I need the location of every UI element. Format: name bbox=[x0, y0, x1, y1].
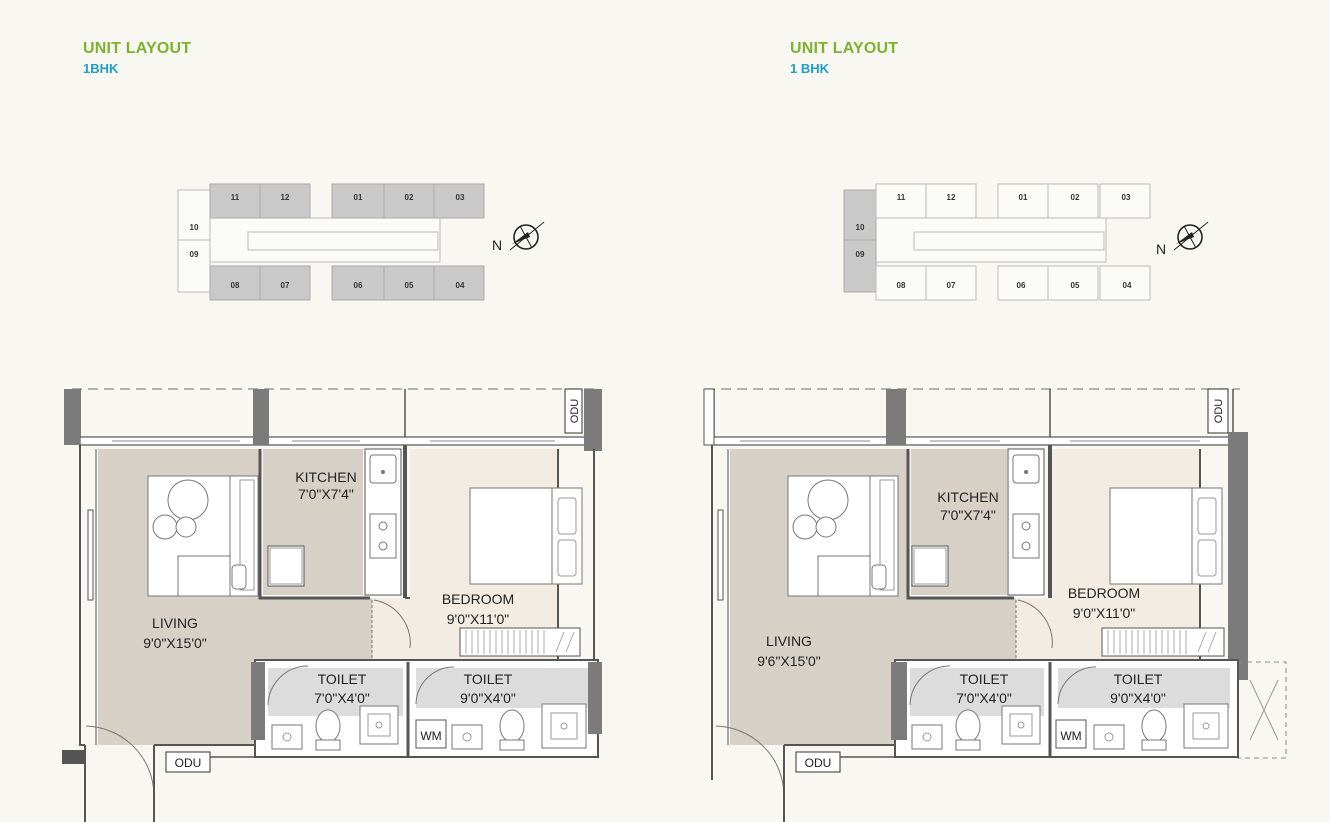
key-unit-label: 04 bbox=[1123, 281, 1132, 290]
odu-label: ODU bbox=[569, 399, 581, 424]
room-size-toilet: 9'0"X4'0" bbox=[460, 690, 516, 706]
key-unit bbox=[875, 265, 927, 301]
key-unit-label: 03 bbox=[456, 193, 465, 202]
key-unit-label: 02 bbox=[405, 193, 414, 202]
room-name-toilet: TOILET bbox=[464, 671, 513, 687]
room-name-kitchen: KITCHEN bbox=[295, 469, 356, 485]
key-unit-label: 09 bbox=[190, 250, 199, 259]
key-unit-label: 12 bbox=[281, 193, 290, 202]
key-unit-label: 08 bbox=[231, 281, 240, 290]
key-unit-label: 02 bbox=[1071, 193, 1080, 202]
key-unit-label: 03 bbox=[1122, 193, 1131, 202]
room-size-toilet: 7'0"X4'0" bbox=[314, 690, 370, 706]
key-unit-label: 05 bbox=[405, 281, 414, 290]
key-unit-label: 04 bbox=[456, 281, 465, 290]
key-unit bbox=[433, 265, 485, 301]
room-name-living: LIVING bbox=[152, 615, 198, 631]
key-plan-right: 11 12 01 02 03 08 07 06 05 04 10 09 N bbox=[843, 183, 1209, 301]
key-unit-label: 10 bbox=[856, 223, 865, 232]
key-unit bbox=[209, 265, 261, 301]
north-arrow-icon bbox=[509, 221, 545, 251]
key-unit bbox=[1047, 183, 1099, 219]
key-unit bbox=[383, 183, 435, 219]
key-unit-label: 01 bbox=[354, 193, 363, 202]
key-unit bbox=[1047, 265, 1099, 301]
room-name-toilet: TOILET bbox=[960, 671, 1009, 687]
key-plan-left: 11 12 01 02 03 08 07 06 05 04 10 09 N bbox=[177, 183, 545, 301]
room-size-toilet: 9'0"X4'0" bbox=[1110, 690, 1166, 706]
wm-label: WM bbox=[1060, 729, 1081, 743]
right-panel-heading: UNIT LAYOUT 1 BHK bbox=[790, 40, 898, 76]
unit-layout-title: UNIT LAYOUT bbox=[790, 40, 899, 57]
room-name-living: LIVING bbox=[766, 633, 812, 649]
room-name-kitchen: KITCHEN bbox=[937, 489, 998, 505]
key-unit-label: 07 bbox=[281, 281, 290, 290]
room-size-living: 9'0"X15'0" bbox=[143, 635, 207, 651]
key-unit-label: 12 bbox=[947, 193, 956, 202]
key-unit bbox=[259, 183, 311, 219]
key-unit-label: 11 bbox=[897, 193, 906, 202]
key-unit bbox=[433, 183, 485, 219]
room-name-bedroom: BEDROOM bbox=[1068, 585, 1140, 601]
north-label: N bbox=[1156, 241, 1166, 257]
north-arrow-icon bbox=[1173, 221, 1209, 251]
room-name-toilet: TOILET bbox=[318, 671, 367, 687]
key-unit-label: 07 bbox=[947, 281, 956, 290]
key-unit-label: 08 bbox=[897, 281, 906, 290]
key-unit bbox=[1099, 265, 1151, 301]
key-unit-label: 05 bbox=[1071, 281, 1080, 290]
odu-label: ODU bbox=[805, 756, 832, 770]
room-name-bedroom: BEDROOM bbox=[442, 591, 514, 607]
key-unit-label: 11 bbox=[231, 193, 240, 202]
key-unit-highlighted bbox=[843, 189, 877, 293]
wm-label: WM bbox=[420, 729, 441, 743]
room-name-toilet: TOILET bbox=[1114, 671, 1163, 687]
key-unit bbox=[1099, 183, 1151, 219]
odu-label: ODU bbox=[175, 756, 202, 770]
unit-type-subtitle: 1 BHK bbox=[790, 61, 830, 76]
key-unit bbox=[997, 265, 1049, 301]
room-size-bedroom: 9'0"X11'0" bbox=[1073, 605, 1136, 621]
floor-plan-right: ODU bbox=[703, 388, 1287, 822]
key-unit-label: 10 bbox=[190, 223, 199, 232]
room-size-kitchen: 7'0"X7'4" bbox=[298, 486, 354, 502]
key-unit bbox=[259, 265, 311, 301]
key-unit bbox=[331, 183, 385, 219]
key-unit-label: 01 bbox=[1019, 193, 1028, 202]
key-unit-block bbox=[177, 189, 211, 293]
unit-layout-title: UNIT LAYOUT bbox=[83, 40, 192, 57]
room-size-toilet: 7'0"X4'0" bbox=[956, 690, 1012, 706]
unit-type-subtitle: 1BHK bbox=[83, 61, 119, 76]
odu-label: ODU bbox=[1213, 399, 1225, 424]
room-size-living: 9'6"X15'0" bbox=[757, 653, 821, 669]
key-unit-label: 06 bbox=[354, 281, 363, 290]
key-unit-label: 09 bbox=[856, 250, 865, 259]
key-unit bbox=[925, 183, 977, 219]
room-size-kitchen: 7'0"X7'4" bbox=[940, 507, 996, 523]
north-label: N bbox=[492, 237, 502, 253]
room-size-bedroom: 9'0"X11'0" bbox=[447, 611, 510, 627]
left-panel-heading: UNIT LAYOUT 1BHK bbox=[83, 40, 191, 76]
key-unit bbox=[925, 265, 977, 301]
key-unit bbox=[331, 265, 385, 301]
floor-plan-left: ODU bbox=[62, 388, 602, 822]
key-unit-label: 06 bbox=[1017, 281, 1026, 290]
